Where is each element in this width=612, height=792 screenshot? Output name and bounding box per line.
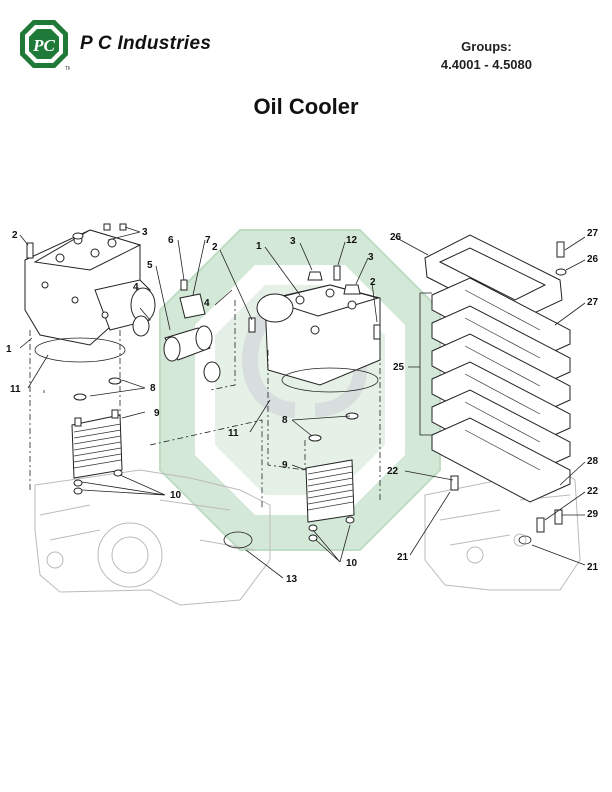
callout-29: 29 (587, 509, 599, 520)
callout-9: 9 (154, 408, 160, 419)
callout-10: 10 (170, 490, 182, 501)
callout-3c: 3 (368, 252, 374, 263)
callout-2b: 2 (212, 242, 218, 253)
groups-label: Groups: (461, 39, 512, 54)
callout-27: 27 (587, 297, 599, 308)
callout-9b: 9 (282, 460, 288, 471)
callout-7: 7 (205, 235, 211, 246)
callout-23: 25 (393, 362, 405, 373)
callout-1: 1 (6, 344, 12, 355)
callout-8b: 8 (282, 415, 288, 426)
callout-28: 28 (587, 456, 599, 467)
left-cooler-core (71, 409, 123, 495)
callout-3b: 3 (290, 236, 296, 247)
callout-2: 2 (12, 230, 18, 241)
left-hardware (26, 223, 127, 401)
groups-range: 4.4001 - 4.5080 (440, 57, 532, 72)
pc-logo-icon: PC TM (20, 20, 70, 70)
callout-4b: 4 (204, 298, 210, 309)
groups-info: Groups: 4.4001 - 4.5080 (441, 38, 532, 74)
callout-24: 26 (390, 232, 402, 243)
callout-10b: 10 (346, 558, 358, 569)
callout-11b: 11 (228, 428, 239, 439)
callout-26: 26 (587, 254, 599, 265)
left-cooler-housing (24, 229, 156, 363)
callout-21: 21 (397, 552, 409, 563)
callout-25: 27 (587, 228, 599, 239)
callout-3: 3 (142, 227, 148, 238)
watermark-logo (159, 229, 441, 551)
alignment-lines (29, 300, 381, 510)
callout-13: 13 (286, 574, 298, 585)
callout-2c: 2 (370, 277, 376, 288)
callout-labels: 2 3 1 11 4 5 6 7 4 8 9 10 2 1 3 12 3 2 1… (6, 227, 599, 585)
header: PC TM P C Industries Groups: 4.4001 - 4.… (0, 0, 612, 90)
center-cooler-core (223, 412, 359, 549)
callout-4: 4 (133, 282, 139, 293)
callout-6: 6 (168, 235, 174, 246)
callout-5: 5 (147, 260, 153, 271)
cooler-plate (431, 277, 571, 503)
logo-letters: PC (32, 36, 55, 55)
callout-22b: 22 (587, 486, 599, 497)
brand-name: P C Industries (80, 33, 212, 54)
oil-cooler-diagram: 2 3 1 11 4 5 6 7 4 8 9 10 2 1 3 12 3 2 1… (6, 223, 599, 606)
callout-22: 22 (387, 466, 399, 477)
connector-tube (132, 279, 221, 383)
callout-8: 8 (150, 383, 156, 394)
engine-block-left (34, 469, 271, 606)
callout-11: 11 (10, 384, 21, 395)
trademark-mark: TM (65, 66, 70, 70)
right-plate-stack (424, 234, 571, 545)
callout-12: 12 (346, 235, 358, 246)
leader-lines (19, 226, 586, 579)
callout-21b: 21 (587, 562, 599, 573)
callout-1b: 1 (256, 241, 262, 252)
page-title: Oil Cooler (253, 94, 359, 119)
center-cooler-housing (248, 265, 381, 393)
